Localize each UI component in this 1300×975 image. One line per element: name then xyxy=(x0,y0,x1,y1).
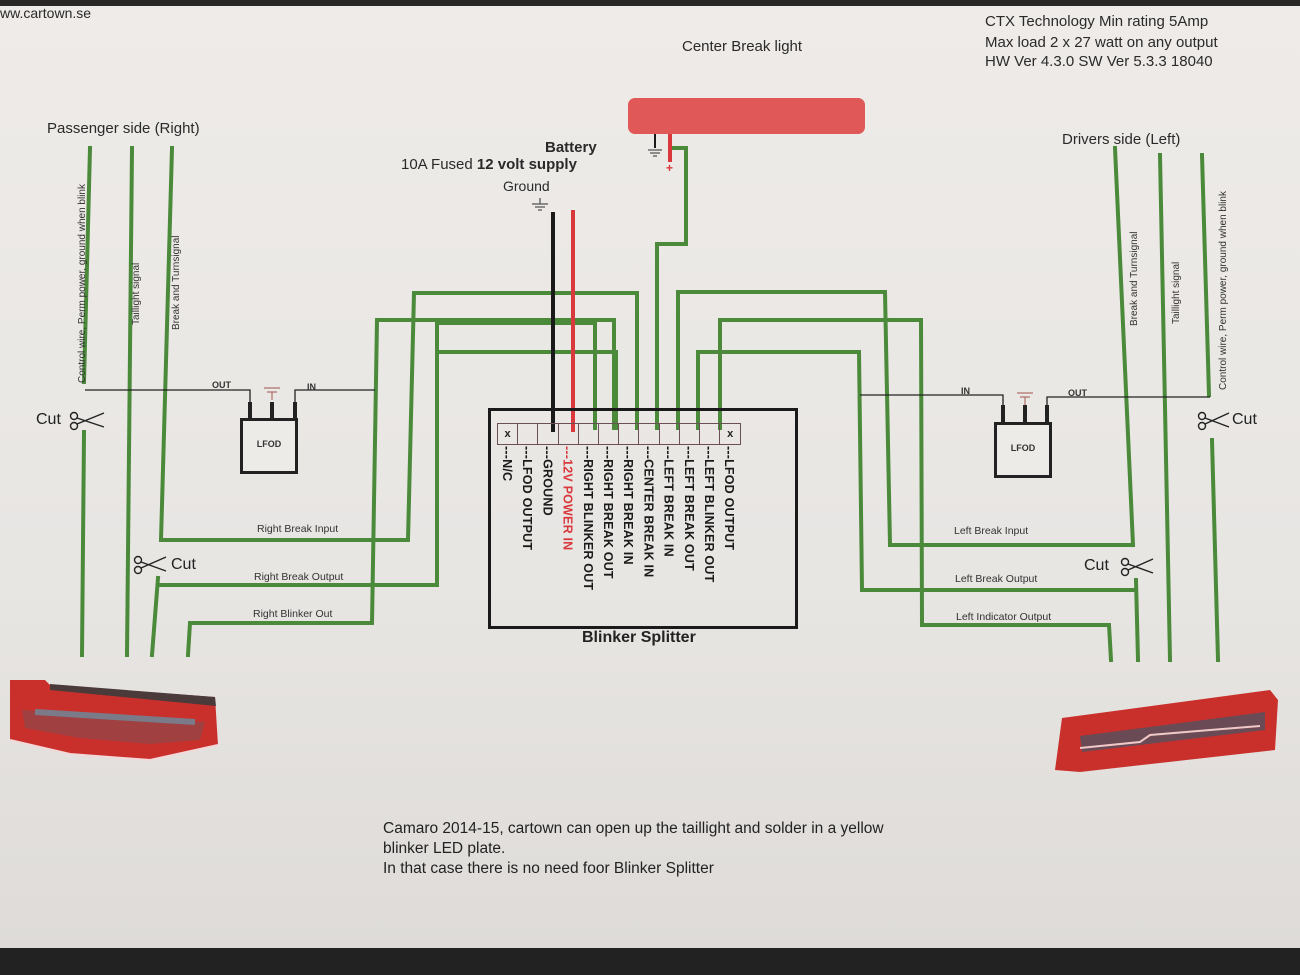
right-blinker-out-label: Right Blinker Out xyxy=(253,608,333,620)
photo-edge-bottom xyxy=(0,948,1300,975)
left-break-output-label: Left Break Output xyxy=(955,573,1038,585)
blinker-splitter-title: Blinker Splitter xyxy=(582,629,696,646)
left-break-out-wire xyxy=(696,350,1138,592)
right-break-input-wire xyxy=(159,291,639,542)
passenger-lfod-out-line xyxy=(85,389,251,402)
splitter-pin xyxy=(579,424,599,444)
blinker-splitter-module xyxy=(488,408,798,629)
driver-taillight-wire xyxy=(1157,152,1173,663)
driver-brake-turn-wire-lower xyxy=(1133,577,1141,663)
driver-control-wire-lower xyxy=(1209,437,1221,663)
driver-side-title: Drivers side (Left) xyxy=(1062,131,1181,148)
right-break-output-label: Right Break Output xyxy=(254,571,344,583)
right-break-input-label: Right Break Input xyxy=(257,523,339,535)
splitter-pin-label: ---LFOD OUTPUT xyxy=(520,446,535,551)
driver-cut-mid-label: Cut xyxy=(1084,557,1109,574)
splitter-pin xyxy=(660,424,680,444)
left-break-in-wire xyxy=(676,290,1135,547)
center-light-label: Center Break light xyxy=(682,38,803,55)
splitter-pin-label: ---LEFT BREAK IN xyxy=(661,446,676,557)
splitter-pin: x xyxy=(498,424,519,444)
driver-taillight-label: Taillight signal xyxy=(1171,261,1182,324)
passenger-lfod-in-label: IN xyxy=(307,382,316,392)
splitter-pin xyxy=(599,424,620,444)
battery-label: Battery xyxy=(545,139,597,156)
left-indicator-output-label: Left Indicator Output xyxy=(956,611,1052,623)
center-brake-light xyxy=(628,98,865,134)
lfod-label: LFOD xyxy=(256,439,282,449)
splitter-pin-label: ---N/C xyxy=(500,446,514,482)
right-blinker-out-wire-2 xyxy=(437,350,618,430)
splitter-pin-label: ---RIGHT BREAK IN xyxy=(621,446,636,565)
diagram-sheet xyxy=(0,0,1300,948)
splitter-pin xyxy=(700,424,721,444)
spec-line-3: HW Ver 4.3.0 SW Ver 5.3.3 18040 xyxy=(985,53,1213,70)
splitter-pin xyxy=(619,424,640,444)
right-blinker-out-wire xyxy=(185,318,616,658)
passenger-brake-turn-label: Break and Turnsignal xyxy=(171,235,182,330)
splitter-pin-label: ---LEFT BLINKER OUT xyxy=(702,446,716,583)
splitter-pin-label: ---LFOD OUTPUT xyxy=(722,446,737,551)
passenger-brake-turn-wire-upper xyxy=(158,145,175,543)
passenger-taillight-wire xyxy=(124,145,135,658)
passenger-lfod-in-line xyxy=(294,389,375,402)
passenger-control-wire xyxy=(79,145,93,658)
wiring-diagram: + xyxy=(9,130,1278,772)
note-line-2: blinker LED plate. xyxy=(383,840,506,857)
splitter-pin-label: ---RIGHT BREAK OUT xyxy=(601,446,615,579)
driver-taillight-image xyxy=(1055,690,1278,772)
fused-supply-label: 10A Fused 12 volt supply xyxy=(401,156,577,173)
driver-lfod-module: LFOD xyxy=(994,422,1052,478)
passenger-cut-mid-label: Cut xyxy=(171,556,196,573)
ground-symbol-icon xyxy=(532,149,662,211)
passenger-lfod-out-label: OUT xyxy=(212,380,231,390)
scissors-icon xyxy=(69,411,1230,577)
spec-line-2: Max load 2 x 27 watt on any output xyxy=(985,34,1218,51)
driver-lfod-in-label: IN xyxy=(961,386,970,396)
note-line-1: Camaro 2014-15, cartown can open up the … xyxy=(383,820,884,837)
driver-brake-turn-label: Break and Turnsignal xyxy=(1129,231,1140,326)
splitter-pin xyxy=(538,424,559,444)
splitter-pin: x xyxy=(727,428,734,440)
passenger-taillight-label: Taillight signal xyxy=(131,262,142,325)
driver-cut-top-label: Cut xyxy=(1232,411,1257,428)
passenger-cut-top-label: Cut xyxy=(36,411,61,428)
driver-control-wire-label: Control wire, Perm power, ground when bl… xyxy=(1218,191,1229,390)
fused-voltage: 12 volt supply xyxy=(476,156,577,173)
splitter-pin-label: ---12V POWER IN xyxy=(560,446,575,551)
plus-icon: + xyxy=(666,161,673,175)
spec-line-1: CTX Technology Min rating 5Amp xyxy=(985,13,1209,30)
left-blinker-out-wire xyxy=(718,318,1114,663)
splitter-pin-label: ---GROUND xyxy=(540,446,555,516)
splitter-pin-label: ---CENTER BREAK IN xyxy=(641,446,656,578)
ground-label: Ground xyxy=(503,178,550,194)
left-break-input-label: Left Break Input xyxy=(954,525,1029,537)
passenger-brake-turn-wire-lower xyxy=(149,575,161,658)
photo-edge-top xyxy=(0,0,1300,6)
passenger-lfod-module: LFOD xyxy=(240,418,298,474)
fused-prefix: 10A Fused xyxy=(401,156,477,173)
driver-control-wire-upper xyxy=(1199,152,1212,398)
passenger-side-title: Passenger side (Right) xyxy=(47,120,200,137)
splitter-pin xyxy=(518,424,539,444)
center-break-wire xyxy=(655,146,688,430)
splitter-pin xyxy=(559,424,579,444)
note-line-3: In that case there is no need foor Blink… xyxy=(383,860,714,877)
lfod-label: LFOD xyxy=(1010,443,1036,453)
driver-lfod-out-label: OUT xyxy=(1068,388,1087,398)
driver-lfod-in-line xyxy=(860,394,1004,405)
lfod-ground-icon xyxy=(264,387,1033,405)
splitter-pin xyxy=(680,424,700,444)
passenger-taillight-image xyxy=(9,680,219,762)
driver-brake-turn-wire-upper xyxy=(1112,145,1136,548)
passenger-control-wire-label: Control wire, Perm power, ground when bl… xyxy=(77,184,88,383)
website-url: ww.cartown.se xyxy=(0,5,92,21)
splitter-pin-label: ---LEFT BREAK OUT xyxy=(681,446,696,571)
splitter-pin-label: ---RIGHT BLINKER OUT xyxy=(580,446,595,591)
splitter-pin xyxy=(639,424,660,444)
driver-lfod-out-line xyxy=(1046,396,1210,405)
right-break-output-wire xyxy=(156,321,597,587)
